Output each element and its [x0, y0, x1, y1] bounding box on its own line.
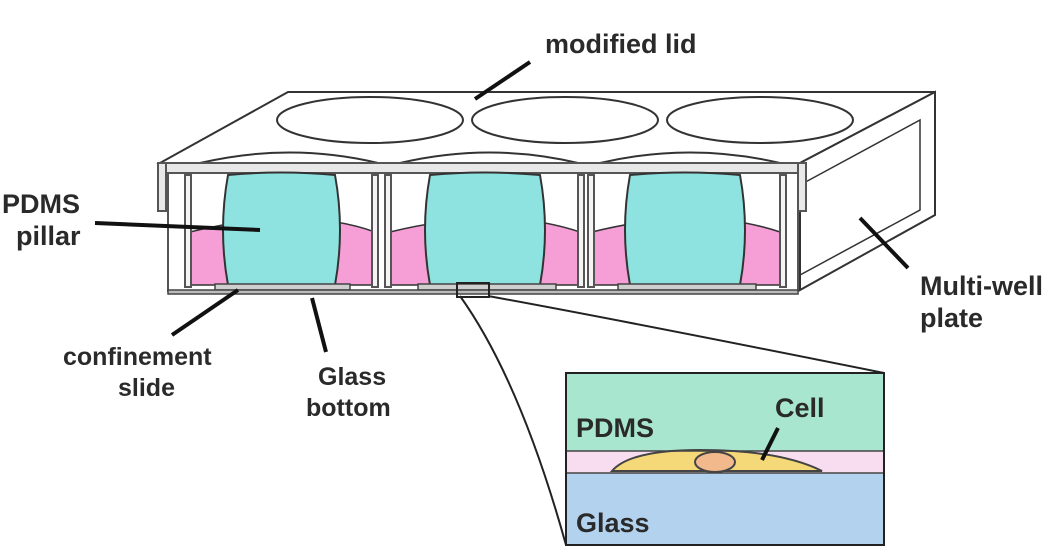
label-multiwell-line2: plate	[920, 303, 983, 333]
label-confinement-line1: confinement	[63, 343, 212, 371]
plate-side	[799, 90, 936, 292]
label-modified-lid: modified lid	[545, 29, 697, 59]
well-1	[184, 171, 379, 291]
label-glass-bottom-line2: bottom	[306, 394, 391, 422]
label-inset-pdms: PDMS	[576, 413, 654, 443]
pointer-glass-bottom	[310, 297, 328, 353]
label-glass-bottom-line1: Glass	[318, 363, 386, 391]
label-inset-glass: Glass	[576, 508, 650, 538]
label-confinement-line2: slide	[118, 374, 175, 402]
pointer-pdms-pillar	[94, 221, 261, 232]
pointer-confinement-slide	[170, 288, 240, 337]
zoom-line-left	[459, 295, 567, 546]
label-pdms-pillar-line1: PDMS	[2, 189, 80, 219]
pointer-cell	[760, 427, 780, 461]
label-inset-cell: Cell	[775, 393, 825, 423]
zoom-source-box	[456, 282, 490, 298]
well-2	[384, 171, 585, 291]
label-pdms-pillar-line2: pillar	[16, 221, 81, 251]
zoom-line-right	[487, 295, 885, 374]
label-multiwell-line1: Multi-well	[920, 271, 1043, 301]
pointer-multiwell-plate	[858, 216, 910, 270]
inset-zoom	[565, 372, 885, 546]
glass-bottom-plate	[167, 289, 799, 295]
pointer-modified-lid	[473, 60, 532, 101]
well-3	[587, 171, 787, 291]
